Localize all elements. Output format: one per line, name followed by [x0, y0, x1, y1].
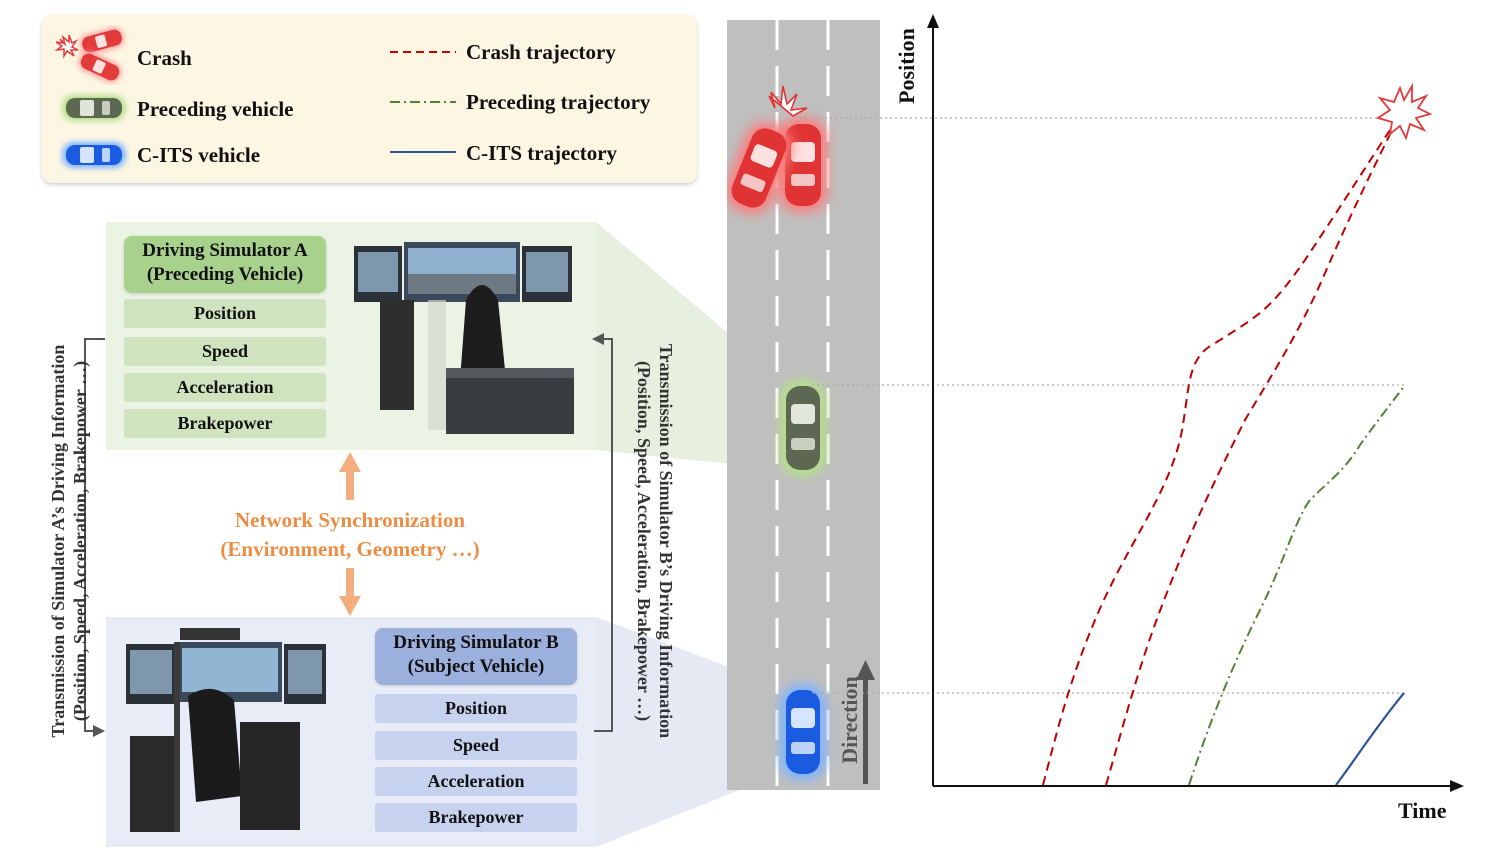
- preceding-vehicle-icon: [62, 95, 126, 121]
- simulator-a-title: Driving Simulator A (Preceding Vehicle): [124, 236, 326, 293]
- transmission-b-arrow: [592, 333, 613, 732]
- legend-cits-vehicle-label: C-ITS vehicle: [137, 143, 261, 167]
- legend-crash-trajectory-label: Crash trajectory: [466, 40, 616, 64]
- legend-cits-trajectory-label: C-ITS trajectory: [466, 141, 618, 165]
- sync-subtitle: (Environment, Geometry …): [220, 537, 480, 561]
- crash-star-icon: [1375, 82, 1433, 141]
- simulator-b-position: Position: [375, 694, 577, 723]
- simulator-b-acceleration: Acceleration: [375, 767, 577, 796]
- road-strip: [727, 20, 880, 790]
- cits-vehicle-icon: [62, 142, 126, 168]
- simulator-b-brakepower: Brakepower: [375, 803, 577, 832]
- simulator-a-brakepower: Brakepower: [124, 409, 326, 438]
- sync-arrow-down: [339, 568, 361, 616]
- preceding-trajectory: [1188, 384, 1406, 786]
- legend-box: [42, 15, 697, 183]
- legend-preceding-vehicle-label: Preceding vehicle: [137, 97, 294, 121]
- crash-trajectory-2: [1105, 117, 1399, 786]
- road-preceding-vehicle: [780, 380, 826, 476]
- crash-trajectory-1: [1042, 117, 1399, 786]
- y-axis-label: Position: [894, 28, 919, 104]
- simulator-b-speed: Speed: [375, 731, 577, 760]
- simulator-b-photo: [122, 626, 330, 832]
- simulator-a-speed: Speed: [124, 337, 326, 366]
- y-axis-arrow: [927, 14, 939, 28]
- legend-preceding-trajectory-label: Preceding trajectory: [466, 90, 651, 114]
- sync-arrow-up: [339, 452, 361, 500]
- cits-trajectory: [1335, 692, 1405, 786]
- legend-line-samples: [390, 51, 456, 153]
- legend-crash-label: Crash: [137, 46, 192, 70]
- road-cits-vehicle: [780, 684, 826, 780]
- simulator-b-title: Driving Simulator B (Subject Vehicle): [375, 628, 577, 685]
- sync-arrows: [339, 452, 361, 616]
- crash-icon: [54, 27, 124, 83]
- direction-arrow-icon: [856, 660, 875, 784]
- simulator-a-acceleration: Acceleration: [124, 373, 326, 402]
- road-crash-cars: [727, 85, 827, 214]
- x-axis-label: Time: [1398, 798, 1447, 823]
- x-axis-arrow: [1450, 780, 1464, 792]
- sync-title: Network Synchronization: [234, 508, 466, 532]
- simulator-a-position: Position: [124, 299, 326, 328]
- simulator-a-photo: [348, 240, 578, 438]
- transmission-a-arrow: [84, 338, 105, 737]
